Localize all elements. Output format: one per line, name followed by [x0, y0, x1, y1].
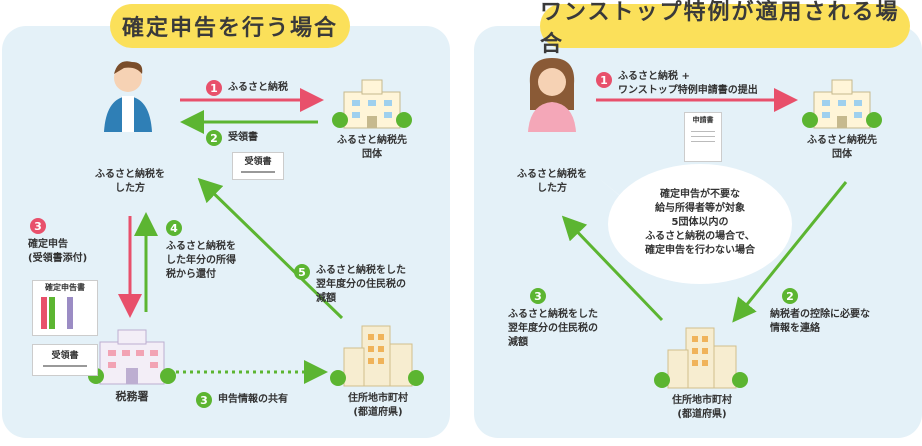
person-label-right: ふるさと納税をした方	[517, 169, 587, 194]
step-5-label: ふるさと納税をした翌年度分の住民税の減額	[316, 265, 406, 304]
step-1-badge: 1	[206, 80, 222, 96]
step-3-badge: 3	[30, 218, 46, 234]
right-step-1-badge: 1	[596, 72, 612, 88]
city-label-right: 住所地市町村(都道府県)	[672, 395, 732, 420]
arrow-5-resident-tax	[197, 177, 344, 320]
tax-office-icon	[88, 329, 176, 385]
share-step-badge: 3	[196, 392, 212, 408]
person-label: ふるさと納税をした方	[95, 169, 165, 194]
tax-return-doc: 確定申告書	[32, 280, 98, 336]
right-step-3-label: ふるさと納税をした翌年度分の住民税の減額	[508, 309, 598, 348]
right-step-2-label: 納税者の控除に必要な情報を連絡	[770, 309, 870, 334]
hometown-label: ふるさと納税先団体	[337, 135, 407, 160]
woman-icon	[528, 58, 576, 132]
step-4-label: ふるさと納税をした年分の所得税から還付	[166, 241, 236, 280]
condition-bubble-text: 確定申告が不要な給与所得者等が対象 5団体以内のふるさと納税の場合で、確定申告を…	[645, 189, 755, 256]
city-hall-icon-right	[654, 327, 748, 389]
hometown-building-icon-right	[802, 79, 882, 129]
step-2-label: 受領書	[228, 132, 258, 143]
step-3-label: 確定申告(受領書添付)	[28, 239, 88, 264]
receipt-doc: 受領書	[232, 152, 284, 180]
city-label: 住所地市町村(都道府県)	[348, 393, 408, 418]
application-doc: 申請書	[684, 112, 722, 162]
step-4-badge: 4	[166, 220, 182, 236]
share-step-label: 申告情報の共有	[218, 394, 288, 405]
tax-office-label: 税務署	[115, 390, 149, 403]
man-icon	[104, 61, 152, 132]
right-step-1-label: ふるさと納税 +ワンストップ特例申請書の提出	[618, 71, 758, 96]
condition-bubble	[608, 164, 792, 284]
hometown-building-icon	[332, 79, 412, 129]
right-step-2-badge: 2	[782, 288, 798, 304]
receipt-doc-2: 受領書	[32, 344, 98, 376]
step-1-label: ふるさと納税	[228, 82, 288, 93]
right-panel-title: ワンストップ特例が適用される場合	[540, 0, 910, 57]
hometown-label-right: ふるさと納税先団体	[807, 135, 877, 160]
arrow-3-resident-tax	[561, 215, 664, 322]
step-2-badge: 2	[206, 130, 222, 146]
step-5-badge: 5	[294, 264, 310, 280]
right-step-3-badge: 3	[530, 288, 546, 304]
left-panel-title: 確定申告を行う場合	[110, 4, 350, 48]
city-hall-icon	[330, 325, 424, 387]
arrow-2-notify	[732, 181, 848, 323]
